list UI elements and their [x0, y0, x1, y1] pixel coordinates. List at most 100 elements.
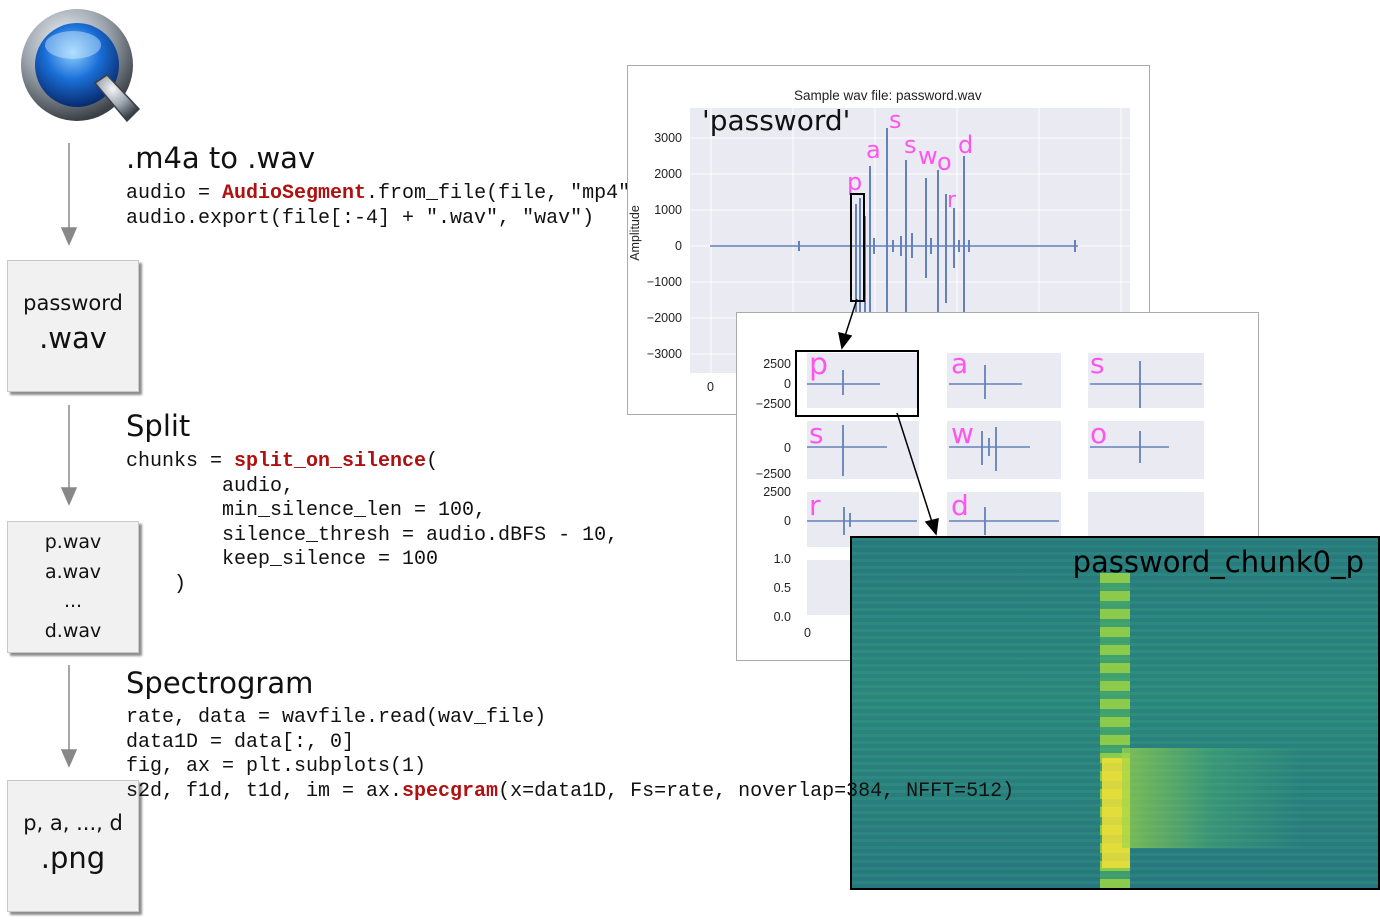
chunk-y-tick: 2500 — [763, 357, 791, 371]
quicktime-logo-icon — [21, 9, 141, 123]
zoom-arrow-1 — [844, 298, 858, 337]
code-text: silence_thresh = audio.dBFS - 10, — [126, 523, 619, 547]
code-text: audio, — [126, 474, 295, 498]
spectrogram-image: password_chunk0_p — [850, 536, 1380, 890]
chunk-subplot — [947, 353, 1061, 408]
chunk-y-tick: −2500 — [755, 397, 791, 411]
code-text: ) — [126, 572, 187, 596]
zoom-arrow-1-head — [838, 331, 853, 350]
code-line: keep_silence = 100 — [126, 548, 438, 571]
code-block-spectrogram: rate, data = wavfile.read(wav_file) data… — [126, 706, 1014, 804]
code-keyword: specgram — [402, 779, 499, 803]
arrow-2-head — [60, 487, 78, 506]
code-line: s2d, f1d, t1d, im = ax.specgram(x=data1D… — [126, 780, 1014, 803]
box-letter-wavs: p.wav a.wav ... d.wav — [7, 521, 139, 653]
code-line: audio.export(file[:-4] + ".wav", "wav") — [126, 207, 594, 230]
waveform-title: Sample wav file: password.wav — [794, 88, 982, 103]
box-line: .png — [40, 841, 106, 875]
waveform-y-tick: 2000 — [654, 167, 682, 181]
waveform-y-tick: 0 — [675, 239, 682, 253]
chunk-letter: r — [809, 489, 821, 522]
waveform-letter: p — [847, 168, 863, 196]
code-text: data1D = data[:, 0] — [126, 730, 355, 754]
code-text: (x=data1D, Fs=rate, noverlap=384, NFFT=5… — [498, 779, 1015, 803]
chunk-subplot — [807, 353, 919, 408]
box-line: p, a, ..., d — [23, 811, 123, 835]
chunk-letter: s — [809, 417, 824, 450]
waveform-y-tick: −1000 — [646, 275, 682, 289]
arrow-1-head — [60, 227, 78, 246]
code-text: chunks = — [126, 450, 235, 473]
box-png: p, a, ..., d .png — [7, 780, 139, 912]
chunk-y-tick: 1.0 — [773, 552, 791, 566]
zoom-arrow-2-head — [924, 518, 939, 536]
chunk-x-tick: 0 — [804, 626, 811, 640]
chunk-letter: a — [951, 347, 969, 380]
zoom-arrow-2 — [896, 412, 933, 523]
waveform-letter: s — [904, 131, 917, 159]
waveform-letter: o — [937, 148, 952, 176]
chunk-subplot — [1088, 421, 1204, 479]
chunk-y-tick: 0 — [784, 514, 791, 528]
code-line: silence_thresh = audio.dBFS - 10, — [126, 524, 618, 547]
waveform-y-tick: −2000 — [646, 311, 682, 325]
code-line: data1D = data[:, 0] — [126, 731, 354, 754]
chunk-subplot — [807, 421, 919, 479]
box-line: p.wav — [44, 531, 102, 553]
code-text: rate, data = wavfile.read(wav_file) — [126, 706, 547, 729]
code-line: audio, — [126, 475, 294, 498]
chunk-letter: o — [1090, 417, 1108, 450]
waveform-letter: d — [958, 131, 974, 159]
chunk-y-tick: 0.0 — [773, 610, 791, 624]
waveform-y-tick: −3000 — [646, 347, 682, 361]
code-text: audio.export(file[:-4] + ".wav", "wav") — [126, 206, 595, 230]
chunk-y-tick: 0 — [784, 441, 791, 455]
chunk-letter: w — [951, 417, 974, 450]
code-keyword: AudioSegment — [222, 182, 367, 205]
code-text: .from_file(file, "mp4") — [366, 182, 643, 205]
box-password-wav: password .wav — [7, 260, 139, 392]
waveform-y-tick: 3000 — [654, 131, 682, 145]
code-block-split: chunks = split_on_silence( audio, min_si… — [126, 450, 618, 598]
waveform-y-tick: 1000 — [654, 203, 682, 217]
chunk-y-tick: −2500 — [755, 467, 791, 481]
waveform-letter: r — [947, 188, 957, 213]
code-keyword: split_on_silence — [234, 450, 427, 473]
code-line: audio = AudioSegment.from_file(file, "mp… — [126, 182, 642, 205]
code-line: chunks = split_on_silence( — [126, 450, 438, 473]
step-heading-spectrogram: Spectrogram — [126, 666, 314, 700]
waveform-word-label: 'password' — [702, 104, 851, 137]
code-line: fig, ax = plt.subplots(1) — [126, 755, 426, 778]
flow-arrows — [60, 143, 78, 768]
waveform-x-tick: 0 — [707, 380, 714, 394]
chunk-letter: p — [809, 347, 829, 382]
spectrogram-decay-region — [1122, 748, 1302, 848]
chunk-subplot — [947, 421, 1061, 479]
waveform-letter: w — [918, 142, 938, 170]
box-line: password — [23, 291, 123, 315]
code-text: ( — [426, 450, 439, 473]
box-line: d.wav — [44, 619, 102, 642]
waveform-letter: a — [866, 136, 881, 164]
waveform-selection-box — [850, 193, 865, 302]
step-heading-convert: .m4a to .wav — [126, 141, 316, 175]
chunk-letter: d — [951, 489, 969, 522]
spectrogram-title: password_chunk0_p — [1072, 545, 1364, 579]
code-line: ) — [126, 573, 186, 596]
code-block-convert: audio = AudioSegment.from_file(file, "mp… — [126, 182, 642, 231]
code-line: min_silence_len = 100, — [126, 499, 486, 522]
chunk-traces — [807, 361, 1202, 535]
box-line: .wav — [39, 321, 107, 355]
chunk-y-tick: 0.5 — [773, 581, 791, 595]
chunk-selection-box — [795, 350, 919, 417]
box-line: a.wav — [44, 560, 102, 583]
code-text: min_silence_len = 100, — [126, 499, 487, 523]
code-text: s2d, f1d, t1d, im = ax. — [126, 779, 403, 803]
code-text: keep_silence = 100 — [126, 548, 439, 572]
code-text: audio = — [126, 182, 223, 205]
code-line: rate, data = wavfile.read(wav_file) — [126, 706, 546, 729]
chunk-y-tick: 2500 — [763, 485, 791, 499]
step-heading-split: Split — [126, 409, 191, 443]
chunk-y-tick: 0 — [784, 377, 791, 391]
